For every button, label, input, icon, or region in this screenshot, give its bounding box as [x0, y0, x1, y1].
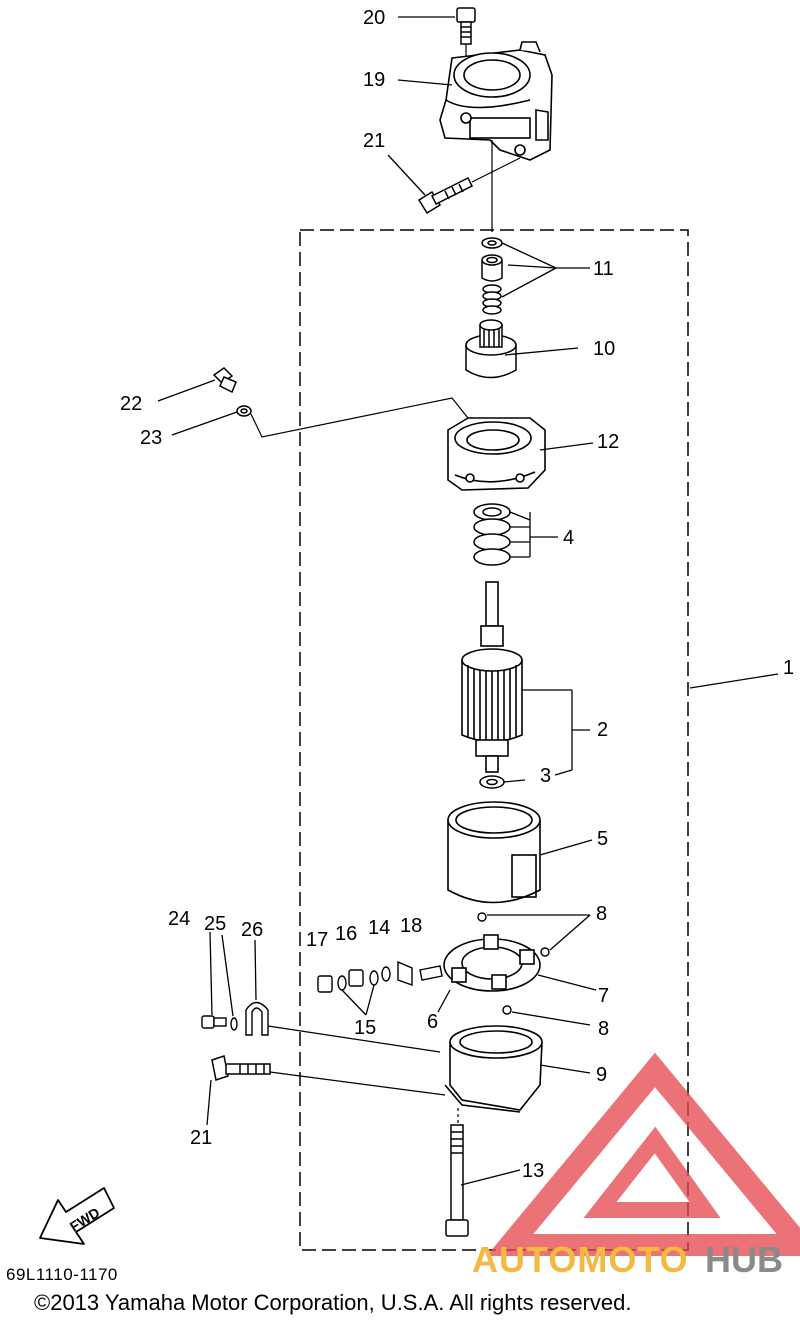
callout-21-upper: 21: [363, 130, 385, 152]
callout-2: 2: [597, 719, 608, 741]
callout-25: 25: [204, 913, 226, 935]
watermark-logo: [486, 1052, 800, 1256]
part-5-yoke: [447, 801, 541, 904]
callout-11: 11: [593, 258, 614, 280]
watermark-text-b: HUB: [705, 1239, 783, 1280]
part-16-nut: [348, 969, 364, 987]
part-3-washer: [479, 775, 505, 789]
part-15-washers: [337, 970, 379, 991]
part-24-bolt: [201, 1015, 227, 1029]
copyright-notice: ©2013 Yamaha Motor Corporation, U.S.A. A…: [34, 1290, 632, 1315]
callout-23: 23: [140, 427, 162, 449]
fwd-arrow: FWD: [39, 1187, 115, 1245]
leader-lines: [157, 16, 779, 1186]
callout-14: 14: [368, 917, 390, 939]
callout-24: 24: [168, 908, 190, 930]
part-17-nut: [317, 975, 333, 993]
part-11-washer-spring-set: [481, 237, 503, 315]
part-21-bolt-upper: [417, 176, 474, 215]
callout-9: 9: [596, 1064, 607, 1086]
callout-16: 16: [335, 923, 357, 945]
callout-19: 19: [363, 69, 385, 91]
part-19-end-bracket: [439, 41, 553, 161]
callout-8-upper: 8: [596, 903, 607, 925]
callout-17: 17: [306, 929, 328, 951]
part-22-screw: [212, 367, 237, 394]
callout-6: 6: [427, 1011, 438, 1033]
part-8-brush-springs: [477, 912, 550, 1015]
callout-10: 10: [593, 338, 615, 360]
callout-5: 5: [597, 828, 608, 850]
callout-13: 13: [522, 1160, 544, 1182]
callout-3: 3: [540, 765, 551, 787]
part-2-armature: [461, 581, 523, 773]
part-18-insulator: [397, 960, 413, 986]
part-25-washer: [230, 1017, 238, 1031]
diagram-code: 69L1110-1170: [6, 1265, 118, 1284]
part-20-bolt: [456, 7, 476, 45]
part-9-rear-cover: [444, 1025, 543, 1113]
part-6-lead-wire: [419, 965, 443, 981]
part-21-bolt-lower: [211, 1055, 271, 1081]
callout-8-lower: 8: [598, 1018, 609, 1040]
callout-18: 18: [400, 915, 422, 937]
part-23-washer: [236, 405, 252, 417]
callout-22: 22: [120, 393, 142, 415]
part-14-washer: [381, 966, 391, 982]
callout-labels: 20 19 21 11 10 22 23 12 4 1 2 3 5 8 24 2…: [120, 7, 794, 1182]
callout-7: 7: [598, 985, 609, 1007]
part-26-clamp: [245, 1001, 269, 1036]
callout-15: 15: [354, 1017, 376, 1039]
part-12-front-bracket: [447, 417, 546, 491]
callout-26: 26: [241, 919, 263, 941]
part-13-through-bolt: [445, 1124, 469, 1237]
part-10-pinion: [465, 319, 517, 379]
callout-20: 20: [363, 7, 385, 29]
watermark-text-a: AUTOMOTO: [472, 1239, 689, 1280]
part-4-shims: [473, 503, 511, 566]
callout-4: 4: [563, 527, 574, 549]
part-7-brush-holder: [443, 934, 541, 992]
callout-1: 1: [783, 657, 794, 679]
callout-21-lower: 21: [190, 1127, 212, 1149]
callout-12: 12: [597, 431, 619, 453]
